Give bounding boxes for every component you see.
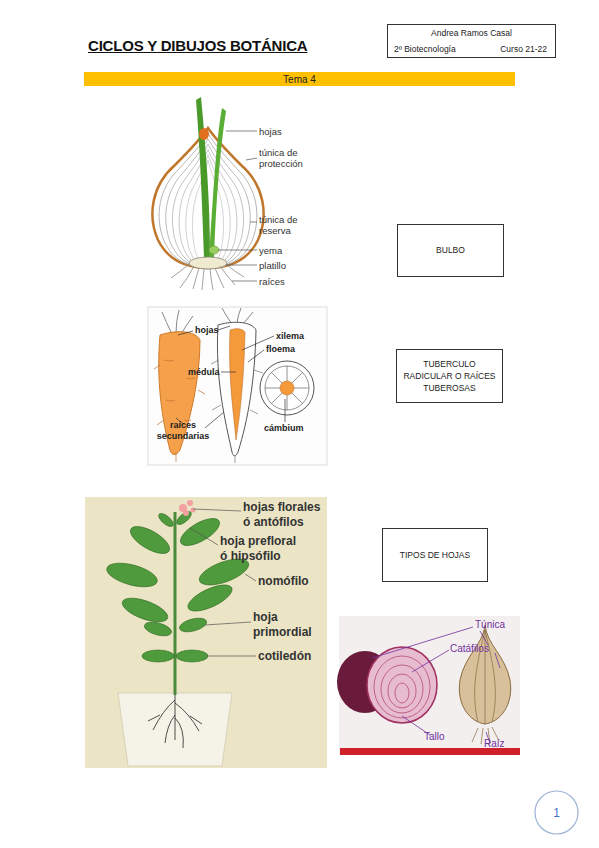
node-text: Andrea Ramos Casal: [388, 28, 555, 38]
part-label: hojas florales ó antófilos: [243, 500, 327, 530]
author-box: Andrea Ramos Casal 2º Biotecnología Curso …: [387, 24, 556, 58]
section-band: Tema 4: [84, 72, 515, 86]
part-label: raíces secundarias: [156, 420, 210, 442]
page-title: CICLOS Y DIBUJOS BOTÁNICA: [88, 37, 307, 54]
part-label: platillo: [259, 260, 286, 271]
node-text: TUBERCULO RADICULAR O RAÍCES TUBEROSAS: [401, 358, 498, 395]
part-label: túnica de reserva: [259, 214, 309, 237]
stem: [174, 512, 177, 695]
part-label: raíces: [259, 276, 285, 287]
concept-box: BULBO: [397, 224, 504, 277]
cambium-ring: [265, 366, 309, 410]
part-label: Catáfilos: [450, 643, 489, 655]
part-label: floema: [266, 344, 295, 355]
plant-roots: [148, 693, 202, 748]
onion-rings: [374, 656, 430, 718]
leader-lines: [190, 509, 256, 656]
part-label: hojas: [259, 126, 282, 137]
carrot-core: [230, 329, 245, 440]
onion-photo: [337, 616, 520, 755]
dry-onion: [459, 625, 510, 724]
part-label: Raíz: [484, 738, 505, 750]
concept-box: TUBERCULO RADICULAR O RAÍCES TUBEROSAS: [396, 349, 503, 403]
leaves: [104, 509, 252, 662]
part-label: hojas: [195, 325, 219, 336]
red-strip: [340, 748, 520, 755]
leader-lines: [176, 326, 285, 428]
part-label: cámbium: [264, 423, 304, 434]
neck-tip: [199, 128, 209, 140]
node-text: TIPOS DE HOJAS: [400, 549, 470, 561]
section-core: [280, 381, 294, 395]
leader-lines: [218, 131, 257, 281]
image-frame: [148, 307, 327, 465]
image-background: [85, 497, 327, 768]
part-label: hoja prefloral ó hipsófilo: [220, 534, 304, 564]
part-label: yema: [259, 245, 282, 256]
part-label: Tallo: [424, 731, 445, 743]
cut-onion: [367, 647, 437, 723]
part-label: médula: [188, 367, 220, 378]
roots: [171, 264, 244, 290]
part-label: cotiledón: [258, 649, 311, 664]
part-label: túnica de protección: [259, 147, 314, 170]
carrot-drawing: [148, 307, 327, 465]
flower: [179, 500, 196, 516]
node-text: Tema 4: [283, 74, 316, 85]
circle-outline: [535, 791, 578, 834]
leaf: [209, 108, 226, 258]
page-number-circle: 1: [534, 790, 579, 835]
node-text: Curso 21-22: [500, 44, 547, 54]
cross-section: [260, 361, 314, 415]
section-spokes: [265, 366, 309, 410]
node-text: 1: [553, 806, 560, 820]
leader-lines: [372, 627, 500, 743]
part-label: hoja primordial: [253, 610, 323, 640]
leaf: [196, 97, 210, 258]
carrot-section: [217, 322, 256, 455]
bud: [209, 246, 219, 254]
part-label: nomófilo: [258, 574, 309, 589]
onion-bulb-drawing: [152, 97, 263, 290]
soil-pot: [118, 693, 232, 766]
part-label: Túnica: [475, 619, 505, 631]
node-text: 2º Biotecnología: [394, 44, 456, 54]
node-text: BULBO: [436, 244, 465, 256]
concept-box: TIPOS DE HOJAS: [382, 528, 488, 582]
part-label: xilema: [276, 331, 304, 342]
plant-drawing: [85, 497, 327, 768]
